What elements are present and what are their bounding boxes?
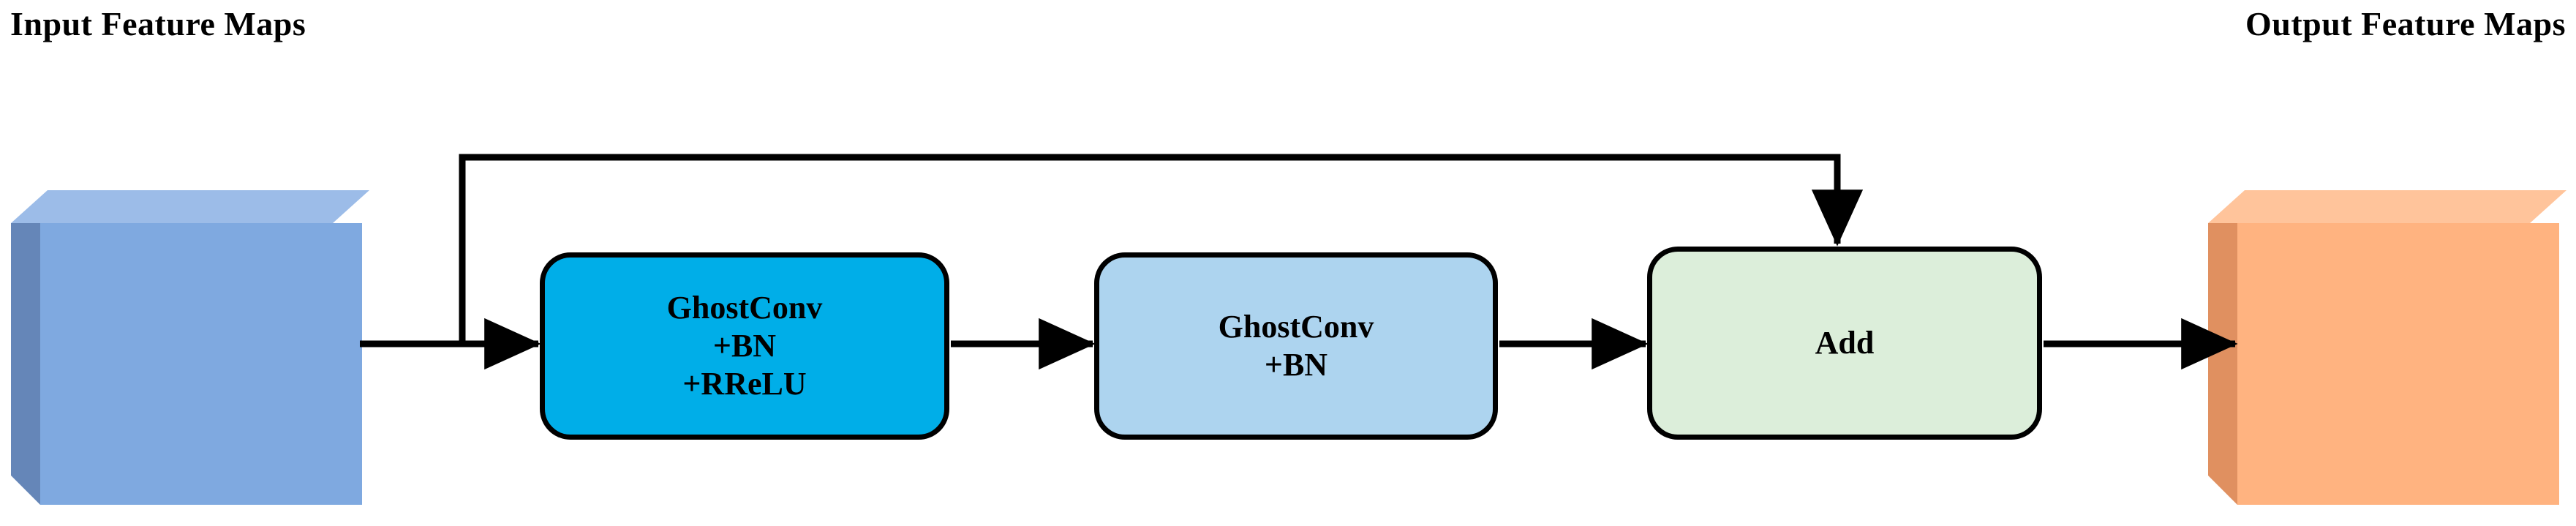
block-add[interactable]: Add [1647, 247, 2042, 440]
output-feature-maps-label: Output Feature Maps [2245, 5, 2566, 42]
block-ghostconv-bn-label: GhostConv +BN [1218, 309, 1374, 383]
block-ghostconv-bn[interactable]: GhostConv +BN [1094, 252, 1498, 440]
input-feature-maps-cuboid [7, 187, 373, 512]
block-ghostconv-bn-rrelu-label: GhostConv +BN +RReLU [666, 290, 823, 402]
input-feature-maps-label: Input Feature Maps [10, 5, 306, 42]
block-ghostconv-bn-rrelu[interactable]: GhostConv +BN +RReLU [540, 252, 949, 440]
output-feature-maps-cuboid [2204, 187, 2570, 512]
block-add-label: Add [1815, 325, 1875, 361]
